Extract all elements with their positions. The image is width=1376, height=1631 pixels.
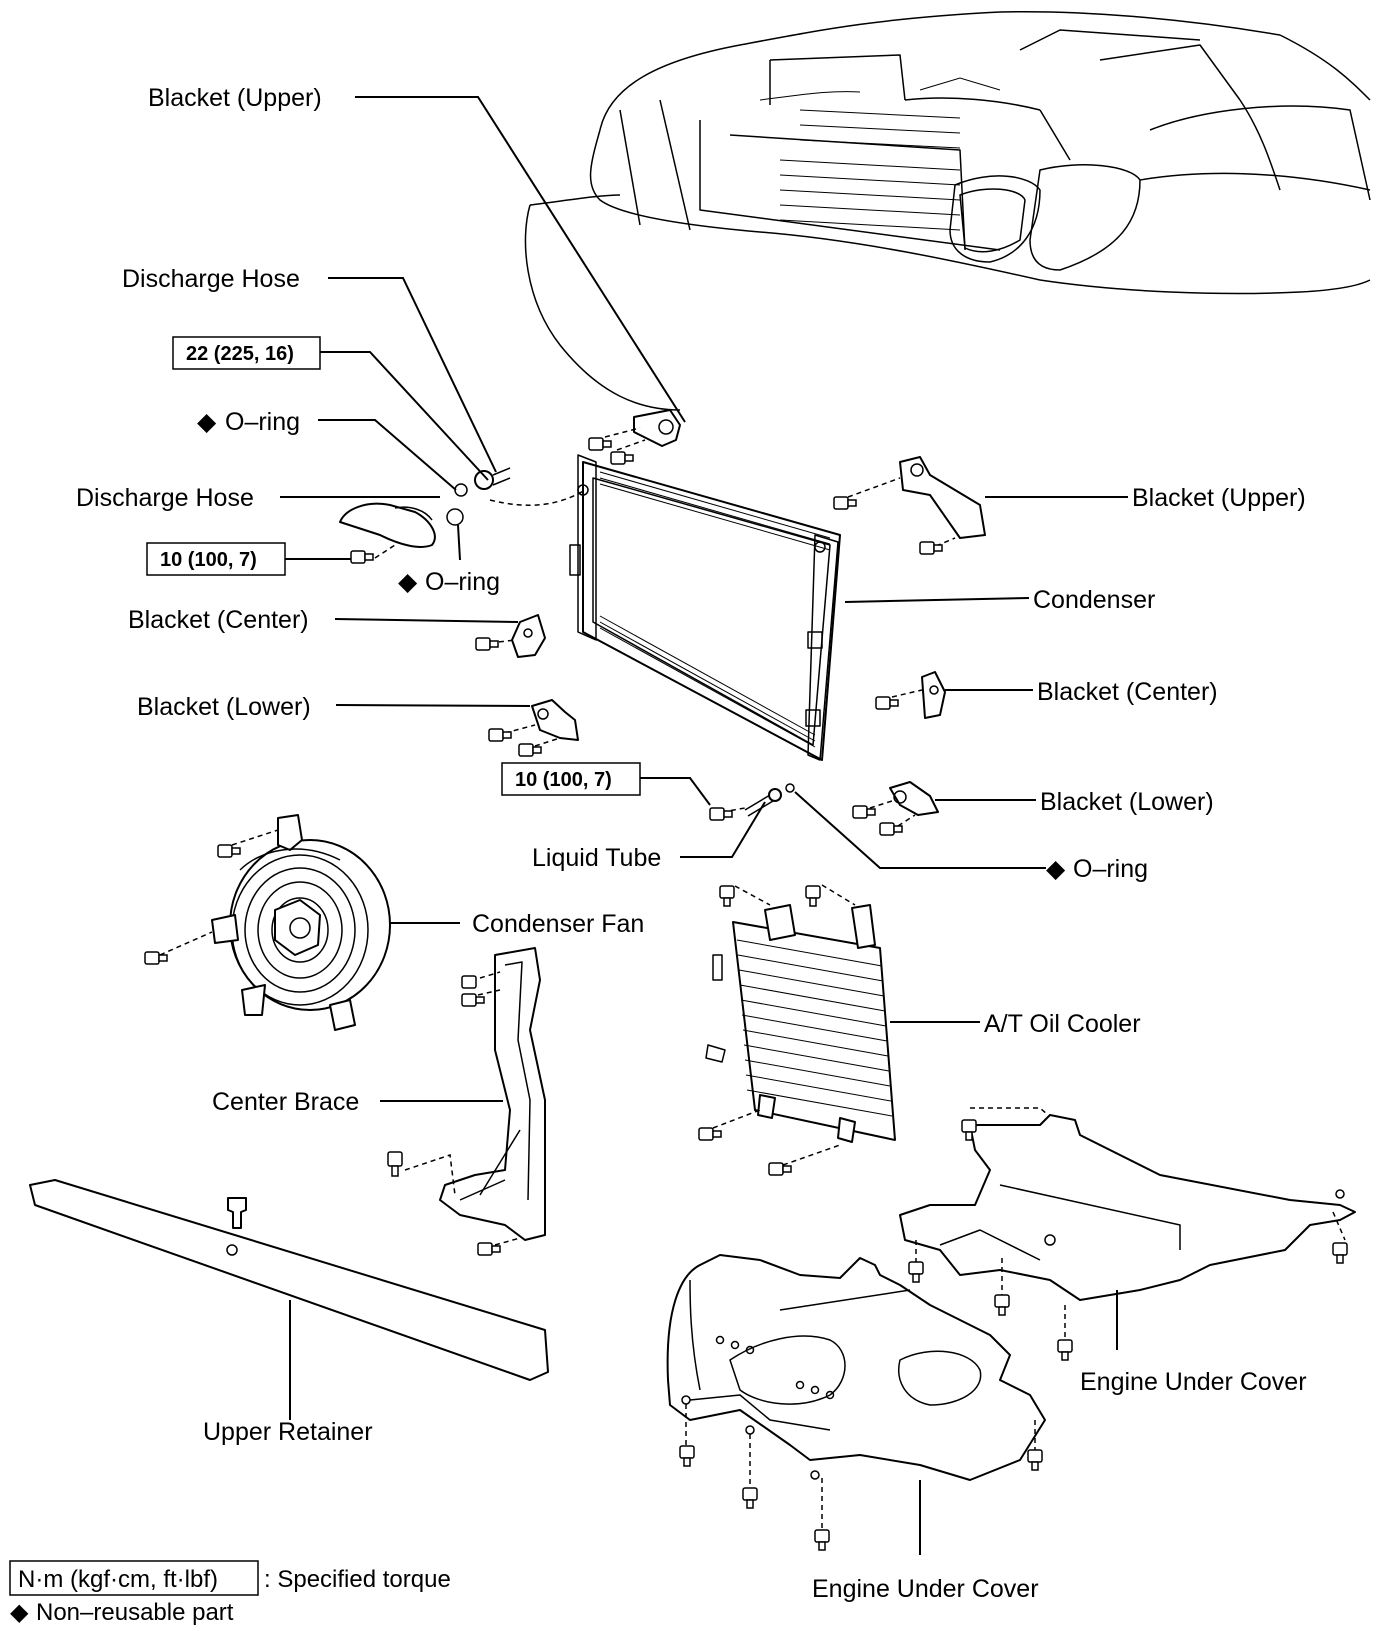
label-torque-22: 22 (225, 16) bbox=[186, 343, 294, 365]
bracket-center-right-part bbox=[891, 671, 946, 719]
engine-under-cover-rear-part bbox=[899, 1107, 1356, 1301]
engine-under-cover-front-part bbox=[666, 1254, 1046, 1481]
bolt bbox=[477, 1242, 501, 1256]
condenser-part bbox=[569, 454, 841, 761]
bolt bbox=[852, 805, 876, 819]
label-liquid-tube: Liquid Tube bbox=[532, 844, 661, 872]
label-engine-under-cover-bottom: Engine Under Cover bbox=[812, 1575, 1039, 1603]
condenser-fan-part bbox=[159, 814, 391, 1031]
label-center-brace: Center Brace bbox=[212, 1088, 359, 1116]
diamond-symbol-2: ◆ bbox=[398, 568, 418, 596]
bolt bbox=[709, 807, 733, 821]
label-blacket-center-right: Blacket (Center) bbox=[1037, 678, 1218, 706]
oring-upper-ring bbox=[454, 483, 468, 497]
legend-diamond-symbol: ◆ bbox=[10, 1599, 29, 1626]
bolt bbox=[1332, 1242, 1348, 1264]
bolt bbox=[919, 541, 943, 555]
label-torque-10-b: 10 (100, 7) bbox=[515, 769, 612, 791]
diamond-symbol-1: ◆ bbox=[197, 408, 217, 436]
label-blacket-lower-left: Blacket (Lower) bbox=[137, 693, 311, 721]
bolt bbox=[350, 550, 374, 564]
legend-torque-box bbox=[9, 1560, 259, 1596]
label-oring-2: O–ring bbox=[425, 568, 500, 596]
label-discharge-hose-top: Discharge Hose bbox=[122, 265, 300, 293]
upper-retainer-part bbox=[29, 1179, 549, 1381]
bracket-upper-right-part bbox=[847, 456, 986, 547]
bolt bbox=[768, 1162, 792, 1176]
label-upper-retainer: Upper Retainer bbox=[203, 1418, 373, 1446]
legend-torque-units: N·m (kgf·cm, ft·lbf) bbox=[18, 1566, 218, 1593]
liquid-tube-part bbox=[721, 783, 795, 817]
bracket-lower-left-part bbox=[504, 699, 579, 747]
leader-lines bbox=[280, 96, 1128, 1555]
bolt bbox=[1027, 1449, 1043, 1471]
bolt bbox=[961, 1119, 977, 1141]
label-condenser: Condenser bbox=[1033, 586, 1155, 614]
at-oil-cooler-part bbox=[705, 884, 896, 1166]
label-blacket-center-left: Blacket (Center) bbox=[128, 606, 309, 634]
bolt bbox=[698, 1127, 722, 1141]
bolt bbox=[879, 822, 903, 836]
bolt bbox=[1057, 1339, 1073, 1361]
legend: N·m (kgf·cm, ft·lbf) : Specified torque … bbox=[9, 1560, 451, 1626]
condenser-side-fitting bbox=[569, 544, 581, 576]
bolt bbox=[475, 637, 499, 651]
bolt bbox=[610, 451, 634, 465]
bolt bbox=[217, 844, 241, 858]
legend-torque-desc: : Specified torque bbox=[264, 1566, 451, 1593]
bolt bbox=[805, 885, 821, 907]
label-blacket-lower-right: Blacket (Lower) bbox=[1040, 788, 1214, 816]
bolt bbox=[814, 1529, 830, 1551]
torque-box-22 bbox=[172, 336, 321, 370]
bracket-lower-right-part bbox=[869, 781, 939, 827]
label-discharge-hose-2: Discharge Hose bbox=[76, 484, 254, 512]
bolt bbox=[488, 728, 512, 742]
legend-nonreusable-desc: Non–reusable part bbox=[36, 1599, 234, 1626]
oil-cooler-fins bbox=[736, 939, 893, 1117]
label-blacket-upper-left: Blacket (Upper) bbox=[148, 84, 322, 112]
bolt bbox=[518, 743, 542, 757]
bolt bbox=[679, 1445, 695, 1467]
bolt bbox=[742, 1487, 758, 1509]
discharge-hose-part bbox=[339, 467, 586, 559]
bolt bbox=[144, 951, 168, 965]
label-at-oil-cooler: A/T Oil Cooler bbox=[984, 1010, 1141, 1038]
vehicle-body-illustration bbox=[524, 10, 1371, 411]
oring-lower-ring bbox=[446, 508, 464, 526]
bolt bbox=[908, 1261, 924, 1283]
bracket-upper-top bbox=[604, 409, 681, 451]
center-brace-part bbox=[404, 947, 546, 1246]
bolt bbox=[719, 885, 735, 907]
torque-box-10-a bbox=[146, 542, 286, 576]
bolt bbox=[461, 975, 477, 989]
bolt bbox=[994, 1294, 1010, 1316]
torque-box-10-b bbox=[501, 762, 641, 796]
label-oring-3: O–ring bbox=[1073, 855, 1148, 883]
label-blacket-upper-right: Blacket (Upper) bbox=[1132, 484, 1306, 512]
bolt bbox=[387, 1151, 403, 1177]
bolt bbox=[833, 496, 857, 510]
bolts bbox=[144, 437, 1348, 1551]
label-condenser-fan: Condenser Fan bbox=[472, 910, 644, 938]
label-engine-under-cover-right: Engine Under Cover bbox=[1080, 1368, 1307, 1396]
label-oring-1: O–ring bbox=[225, 408, 300, 436]
diamond-symbol-3: ◆ bbox=[1046, 855, 1066, 883]
label-torque-10-a: 10 (100, 7) bbox=[160, 549, 257, 571]
bolt bbox=[875, 696, 899, 710]
bolt bbox=[461, 993, 485, 1007]
bolt bbox=[588, 437, 612, 451]
